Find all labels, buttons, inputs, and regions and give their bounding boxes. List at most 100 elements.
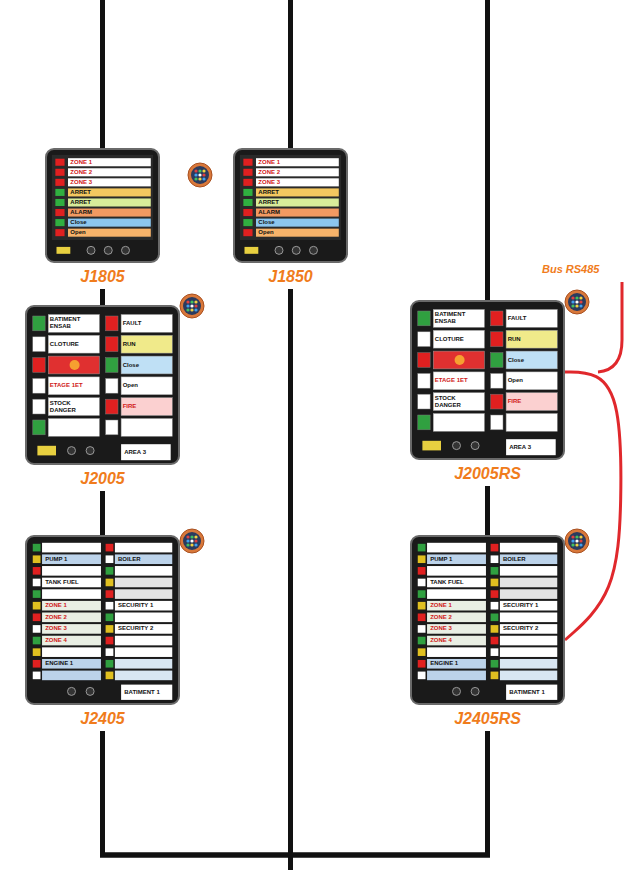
screen-label: Open (123, 382, 171, 389)
screen-label: Open (70, 229, 148, 236)
screen-label: AREA 3 (124, 449, 167, 456)
screen-label: ZONE 3 (430, 625, 483, 632)
panel-bezel (411, 536, 564, 704)
screen-label: BATIMENT 1 (509, 689, 556, 696)
model-name: J2005RS (390, 464, 585, 484)
badge-icon (565, 290, 589, 314)
badge-icon (188, 163, 212, 187)
panel-drawing (410, 300, 565, 460)
screen-label: FIRE (123, 403, 171, 410)
screen-label: BOILER (118, 556, 171, 563)
screen-label: FIRE (508, 398, 556, 405)
screen-label: ARRET (258, 189, 336, 196)
product-panel: BATIMENT ENSAB CLOTURE ETAGE 1ET STOCK DANG… (410, 300, 565, 486)
bus-line (598, 282, 622, 372)
power-line (103, 731, 488, 855)
screen-label: FAULT (123, 320, 171, 327)
screen-label: CLOTURE (50, 341, 98, 348)
product-panel: ZONE 1 ZONE 2 ZONE 3 ARRET ARRET ALARM CloseOp… (45, 148, 160, 289)
screen-label: FAULT (508, 315, 556, 322)
screen-label: ENGINE 1 (430, 660, 483, 667)
bus-label: Bus RS485 (540, 262, 601, 276)
screen-label: BATIMENT 1 (124, 689, 171, 696)
panel-bezel (26, 536, 179, 704)
panel-screen (33, 543, 173, 700)
panel-bezel (234, 149, 347, 262)
screen-label: PUMP 1 (45, 556, 98, 563)
screen-label: ZONE 2 (430, 614, 483, 621)
screen-label: ARRET (258, 199, 336, 206)
feed-line (485, 0, 490, 300)
power-line (100, 491, 105, 535)
panel-drawing (233, 148, 348, 263)
panel-image: ZONE 1 ZONE 2 ZONE 3 ARRET ARRET ALARM CloseOp… (233, 148, 348, 263)
screen-label: SECURITY 2 (118, 625, 171, 632)
screen-label: Close (258, 219, 336, 226)
feed-line (288, 0, 293, 148)
panel-image: BATIMENT ENSAB CLOTURE ETAGE 1ET STOCK DANG… (410, 300, 565, 460)
panel-screen (418, 310, 558, 456)
screen-label: Open (508, 377, 556, 384)
screen-label: ZONE 2 (70, 169, 148, 176)
screen-label: ZONE 2 (258, 169, 336, 176)
screen-label: AREA 3 (509, 444, 552, 451)
screen-label: ETAGE 1ET (50, 382, 98, 389)
panel-bezel (411, 301, 564, 459)
screen-label: CLOTURE (435, 336, 483, 343)
screen-label: Close (508, 357, 556, 364)
power-line (291, 289, 488, 855)
screen-label: ZONE 3 (70, 179, 148, 186)
screen-label: STOCK DANGER (435, 395, 483, 409)
panel-image: PUMP 1BOILERTANK FUELZONE 1ZONE 2ZONE 3Z… (25, 535, 180, 705)
screen-label: ZONE 1 (258, 159, 336, 166)
panel-image: ZONE 1 ZONE 2 ZONE 3 ARRET ARRET ALARM CloseOp… (45, 148, 160, 263)
product-panel: PUMP 1BOILERTANK FUELZONE 1ZONE 2ZONE 3Z… (410, 535, 565, 731)
product-panel: BATIMENT ENSAB CLOTURE ETAGE 1ET STOCK DANG… (25, 305, 180, 491)
feed-line (100, 0, 105, 148)
model-name: J2005 (5, 469, 200, 489)
screen-label: Close (70, 219, 148, 226)
screen-label: TANK FUEL (430, 579, 483, 586)
screen-label: ZONE 1 (45, 602, 98, 609)
panel-drawing (25, 305, 180, 465)
screen-label: ARRET (70, 199, 148, 206)
screen-label: ARRET (70, 189, 148, 196)
model-name: J1805 (25, 267, 180, 287)
power-line (485, 486, 490, 535)
screen-label: SECURITY 1 (503, 602, 556, 609)
screen-label: STOCK DANGER (50, 400, 98, 414)
screen-label: BATIMENT ENSAB (435, 311, 483, 325)
screen-label: SECURITY 2 (503, 625, 556, 632)
model-name: J2405RS (390, 709, 585, 729)
screen-label: SECURITY 1 (118, 602, 171, 609)
screen-label: ALARM (258, 209, 336, 216)
power-line (103, 289, 291, 855)
screen-label: ETAGE 1ET (435, 377, 483, 384)
product-panel: PUMP 1BOILERTANK FUELZONE 1ZONE 2ZONE 3Z… (25, 535, 180, 731)
screen-label: ZONE 3 (258, 179, 336, 186)
screen-label: BATIMENT ENSAB (50, 316, 98, 330)
panel-screen (418, 543, 558, 700)
screen-label: ZONE 1 (70, 159, 148, 166)
screen-label: ZONE 3 (45, 625, 98, 632)
screen-label: Close (123, 362, 171, 369)
product-panel: ZONE 1 ZONE 2 ZONE 3 ARRET ARRET ALARM CloseOp… (233, 148, 348, 289)
screen-label: ENGINE 1 (45, 660, 98, 667)
screen-label: ZONE 1 (430, 602, 483, 609)
badge-icon (565, 529, 589, 553)
panel-bezel (46, 149, 159, 262)
panel-image: PUMP 1BOILERTANK FUELZONE 1ZONE 2ZONE 3Z… (410, 535, 565, 705)
screen-label: Open (258, 229, 336, 236)
screen-label: PUMP 1 (430, 556, 483, 563)
screen-label: RUN (123, 341, 171, 348)
panel-screen (33, 315, 173, 461)
screen-label: ALARM (70, 209, 148, 216)
screen-label: ZONE 4 (430, 637, 483, 644)
panel-image: BATIMENT ENSAB CLOTURE ETAGE 1ET STOCK DANG… (25, 305, 180, 465)
screen-label: ZONE 4 (45, 637, 98, 644)
panel-drawing (45, 148, 160, 263)
screen-label: RUN (508, 336, 556, 343)
badge-icon (180, 529, 204, 553)
power-line (100, 289, 105, 305)
model-name: J2405 (5, 709, 200, 729)
